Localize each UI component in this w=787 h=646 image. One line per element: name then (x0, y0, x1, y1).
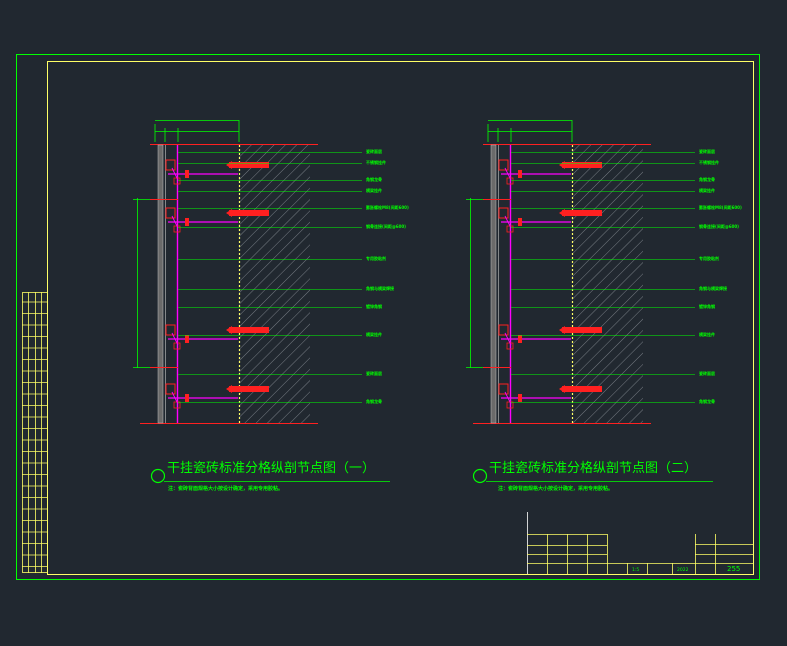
drawing-title-two: 干挂瓷砖标准分格纵剖节点图（二） (489, 460, 697, 476)
callout-label: 角钢龙骨 (699, 398, 715, 404)
callout-label: 角钢与横梁焊接 (699, 285, 727, 291)
callout-label: 角钢龙骨 (366, 176, 382, 182)
callout-label: 横梁挂件 (365, 331, 382, 337)
callout-label: 横梁挂件 (365, 187, 382, 193)
callout-label: 瓷砖面层 (699, 370, 715, 376)
outer-frame (16, 54, 760, 580)
callout-label: 瓷砖面层 (366, 148, 382, 154)
callout-label: 角钢龙骨 (366, 398, 382, 404)
binding-strip (22, 292, 48, 573)
callout-label: 横梁挂件 (698, 331, 715, 337)
callout-label: 膨胀螺栓M8(间距600) (366, 204, 409, 210)
title-block-date: 2022 (677, 567, 689, 573)
callout-label: 钢骨连接(间距@600) (699, 223, 739, 229)
callout-label: 镀锌角钢 (366, 303, 382, 309)
title-block-sheet-number: 255 (727, 565, 740, 573)
section-detail-one: 瓷砖面层不锈钢挂件角钢龙骨横梁挂件膨胀螺栓M8(间距600)钢骨连接(间距@60… (133, 120, 409, 424)
callout-label: 镀锌角钢 (699, 303, 715, 309)
title-block (527, 512, 753, 574)
callout-label: 瓷砖面层 (366, 370, 382, 376)
drawing-title-one: 干挂瓷砖标准分格纵剖节点图（一） (167, 460, 375, 476)
drawing-note-two: 注：瓷砖背面规格大小按设计确定，采用专用胶粘。 (498, 485, 613, 492)
callout-label: 瓷砖面层 (699, 148, 715, 154)
callout-label: 角钢与横梁焊接 (366, 285, 394, 291)
callout-label: 不锈钢挂件 (699, 159, 719, 165)
callout-label: 专用胶粘剂 (699, 255, 719, 261)
title-marker-one (150, 468, 166, 484)
callout-label: 膨胀螺栓M8(间距600) (699, 204, 742, 210)
callout-label: 钢骨连接(间距@600) (366, 223, 406, 229)
callout-label: 横梁挂件 (698, 187, 715, 193)
callout-label: 角钢龙骨 (699, 176, 715, 182)
title-block-scale: 1:5 (632, 567, 639, 573)
title-marker-two (472, 468, 488, 484)
callout-label: 专用胶粘剂 (366, 255, 386, 261)
inner-frame (47, 61, 754, 575)
drawing-note-one: 注：瓷砖背面规格大小按设计确定，采用专用胶粘。 (168, 485, 283, 492)
section-detail-two: 瓷砖面层不锈钢挂件角钢龙骨横梁挂件膨胀螺栓M8(间距600)钢骨连接(间距@60… (466, 120, 742, 424)
callout-label: 不锈钢挂件 (366, 159, 386, 165)
